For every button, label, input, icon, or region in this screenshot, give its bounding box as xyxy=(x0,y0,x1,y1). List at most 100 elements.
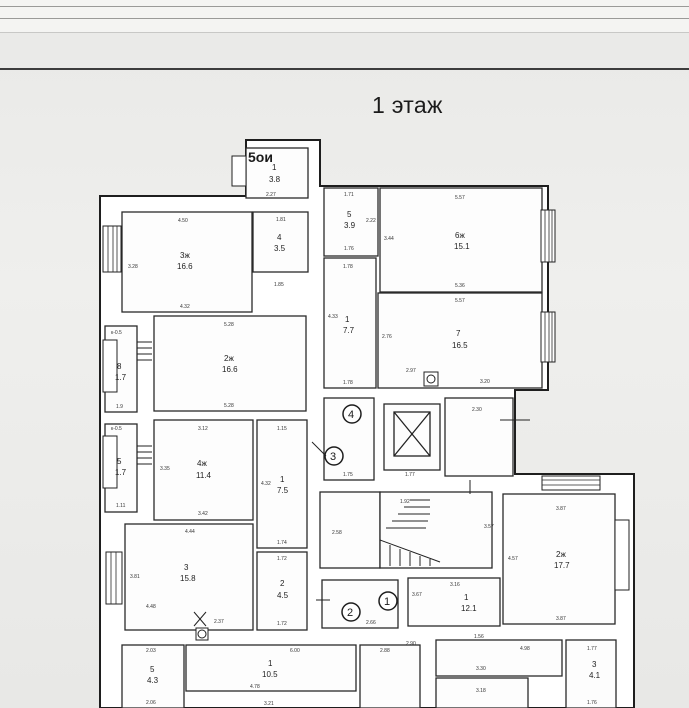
stairwell xyxy=(379,491,493,569)
room-6zh-num: 6ж xyxy=(455,231,465,240)
stair-treads xyxy=(379,499,441,566)
room-corr-1b-dim-top: 1.15 xyxy=(277,426,287,432)
room-corr-1 xyxy=(323,257,377,389)
room-3-num: 3 xyxy=(184,563,189,572)
room-5-num: 5 xyxy=(347,210,352,219)
room-3-dim-side: 3.81 xyxy=(130,574,140,580)
room-2zh-b-dim-bottom: 3.87 xyxy=(556,616,566,622)
landing-b-dim: 1.75 xyxy=(343,472,353,478)
door-markers xyxy=(311,419,530,601)
room-bottom-right xyxy=(435,639,563,677)
room-3c-area: 4.1 xyxy=(589,671,601,680)
room-5-area: 3.9 xyxy=(344,221,356,230)
room-8-dim-bottom: 1.9 xyxy=(116,404,123,410)
room-corr-1-dim-side: 4.33 xyxy=(328,314,338,320)
room-corr-1-dim-top: 1.78 xyxy=(343,264,353,270)
room-1-stair xyxy=(407,577,501,627)
entrance-1-circle xyxy=(378,591,398,611)
corr-mid-dim: 1.92 xyxy=(400,499,410,505)
room-3zh-area: 16.6 xyxy=(177,262,193,271)
room-corr-1-num: 1 xyxy=(345,315,350,324)
room-2zh xyxy=(153,315,307,412)
entrance-3-circle xyxy=(324,446,344,466)
lift-cross xyxy=(393,411,431,457)
room-5c xyxy=(121,644,185,708)
near-e2-dim: 2.66 xyxy=(366,620,376,626)
room-bottom-mid xyxy=(359,644,421,708)
room-7 xyxy=(377,292,543,389)
room-4zh-dim-bottom: 3.42 xyxy=(198,511,208,517)
room-6zh xyxy=(379,187,543,293)
room-corr-mid xyxy=(319,491,381,569)
entrance-4-circle xyxy=(342,404,362,424)
room-corr-1b-num: 1 xyxy=(280,475,285,484)
room-4zh-dim-side: 3.35 xyxy=(160,466,170,472)
room-6zh-dim-side: 3.44 xyxy=(384,236,394,242)
room-3-dim-top: 4.44 xyxy=(185,529,195,535)
room-7-dim-bottom: 3.20 xyxy=(480,379,490,385)
room-5c-dim-bottom: 2.06 xyxy=(146,700,156,706)
room-3c-dim-bottom: 1.76 xyxy=(587,700,597,706)
entrance-2-num: 2 xyxy=(347,607,353,619)
balcony-rails xyxy=(137,341,152,465)
room-3c-dim-top: 1.77 xyxy=(587,646,597,652)
sheet-frame-line xyxy=(0,68,689,70)
room-5-dim-side: 2.22 xyxy=(366,218,376,224)
room-7-area: 16.5 xyxy=(452,341,468,350)
room-2zh-b-num: 2ж xyxy=(556,550,566,559)
strip-rule-1 xyxy=(0,6,689,7)
room-4-num: 4 xyxy=(277,233,282,242)
room-5b-num: 5 xyxy=(117,457,122,466)
room-2 xyxy=(256,551,308,631)
room-6zh-dim-top: 5.57 xyxy=(455,195,465,201)
room-5-dim-bottom: 1.76 xyxy=(344,246,354,252)
room-5-dim-top: 1.71 xyxy=(344,192,354,198)
room-7-dim-side: 2.76 xyxy=(382,334,392,340)
room-7-dim-mid: 2.97 xyxy=(406,368,416,374)
room-2zh-b-dim-top: 3.87 xyxy=(556,506,566,512)
entrance-1-num: 1 xyxy=(384,596,390,608)
entrance-3-num: 3 xyxy=(330,451,336,463)
room-1-stair-dim-top: 3.16 xyxy=(450,582,460,588)
room-1-stair-area: 12.1 xyxy=(461,604,477,613)
room-3-dim-mid: 2.37 xyxy=(214,619,224,625)
lift-dim: 1.77 xyxy=(405,472,415,478)
room-4zh-dim-top: 3.12 xyxy=(198,426,208,432)
room-7-num: 7 xyxy=(456,329,461,338)
bottom-left-a-dim: 2.88 xyxy=(380,648,390,654)
landing-a-dim: 1.78 xyxy=(343,380,353,386)
building-label: 5ои xyxy=(248,149,273,165)
room-7-dim-top: 5.57 xyxy=(455,298,465,304)
room-2zh-b-area: 17.7 xyxy=(554,561,570,570)
room-stair-top xyxy=(444,397,514,477)
room-4 xyxy=(252,211,309,273)
room-5c-area: 4.3 xyxy=(147,676,159,685)
room-5c-num: 5 xyxy=(150,665,155,674)
room-corr-1b-dim-side: 4.32 xyxy=(261,481,271,487)
room-corr-1b-area: 7.5 xyxy=(277,486,289,495)
room-labels: 1 3.8 2.27 3ж 16.6 4.50 4.32 3.28 4 3.5 … xyxy=(111,163,601,706)
room-1-bottom xyxy=(185,644,357,692)
room-3zh-dim-bottom: 4.32 xyxy=(180,304,190,310)
bottom-mid-a-dim: 2.90 xyxy=(406,641,416,647)
room-1-bottom-dim-top: 6.00 xyxy=(290,648,300,654)
bottom-narrow-dim: 3.21 xyxy=(264,701,274,707)
room-1-bottom-num: 1 xyxy=(268,659,273,668)
room-2-area: 4.5 xyxy=(277,591,289,600)
room-3c-num: 3 xyxy=(592,660,597,669)
strip-rule-2 xyxy=(0,18,689,19)
room-top-1-dim: 2.27 xyxy=(266,192,276,198)
entrance-markers: 1 2 3 4 xyxy=(324,404,398,622)
room-top-1-area: 3.8 xyxy=(269,175,281,184)
floor-title: 1 этаж xyxy=(372,92,443,118)
room-2zh-area: 16.6 xyxy=(222,365,238,374)
misc-dimensions: 2.30 3.57 2.58 1.77 1.78 1.75 1.92 2.66 … xyxy=(264,380,530,707)
room-2-dim-bottom: 1.72 xyxy=(277,621,287,627)
room-3zh-dim-side: 3.28 xyxy=(128,264,138,270)
top-paper-strip xyxy=(0,0,689,33)
room-2-num: 2 xyxy=(280,579,285,588)
room-corr-1-area: 7.7 xyxy=(343,326,355,335)
room-1-stair-num: 1 xyxy=(464,593,469,602)
room-corr-1b xyxy=(256,419,308,549)
